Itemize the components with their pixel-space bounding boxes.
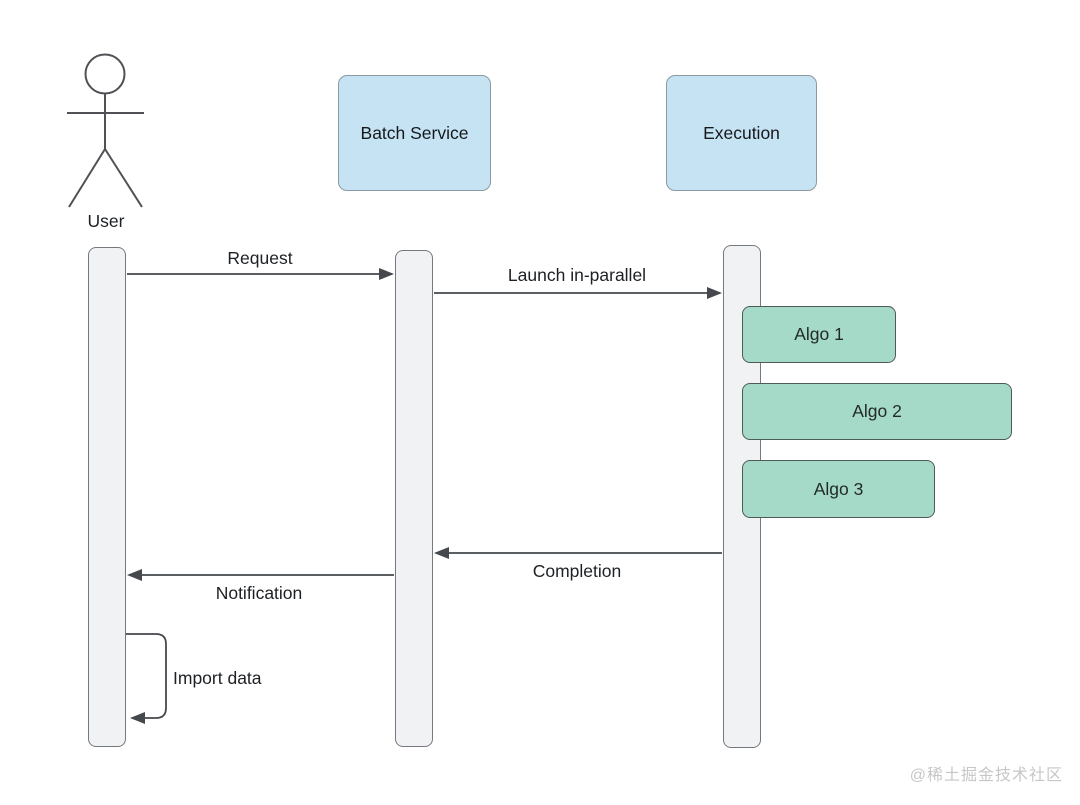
- message-label-request: Request: [227, 248, 293, 268]
- actor-left-leg: [68, 148, 106, 208]
- activation-algo-3-label: Algo 3: [813, 478, 864, 499]
- message-label-notification: Notification: [215, 583, 303, 603]
- participant-execution-label: Execution: [703, 122, 780, 143]
- message-label-launch-in-parallel: Launch in-parallel: [507, 265, 647, 285]
- actor-user-label: User: [87, 211, 125, 231]
- activation-algo-1: Algo 1: [742, 306, 896, 363]
- activation-algo-2-label: Algo 2: [852, 401, 902, 421]
- participant-execution: Execution: [666, 75, 817, 191]
- activation-algo-2: Algo 2: [742, 383, 1012, 440]
- actor-right-leg: [104, 148, 143, 208]
- activation-algo-1-label: Algo 1: [794, 324, 844, 344]
- watermark: @稀土掘金技术社区: [909, 767, 1063, 784]
- actor-head: [84, 53, 126, 95]
- participant-batch-service-label: Batch Service: [360, 122, 469, 143]
- lifeline-user: [88, 247, 126, 747]
- import-data-self-arrow: [126, 633, 167, 724]
- activation-algo-3: Algo 3: [742, 460, 935, 518]
- lifeline-batch-service: [395, 250, 433, 747]
- participant-batch-service: Batch Service: [338, 75, 491, 191]
- message-label-completion: Completion: [532, 561, 622, 581]
- message-label-import-data: Import data: [173, 668, 262, 688]
- user-actor-icon: [67, 53, 144, 208]
